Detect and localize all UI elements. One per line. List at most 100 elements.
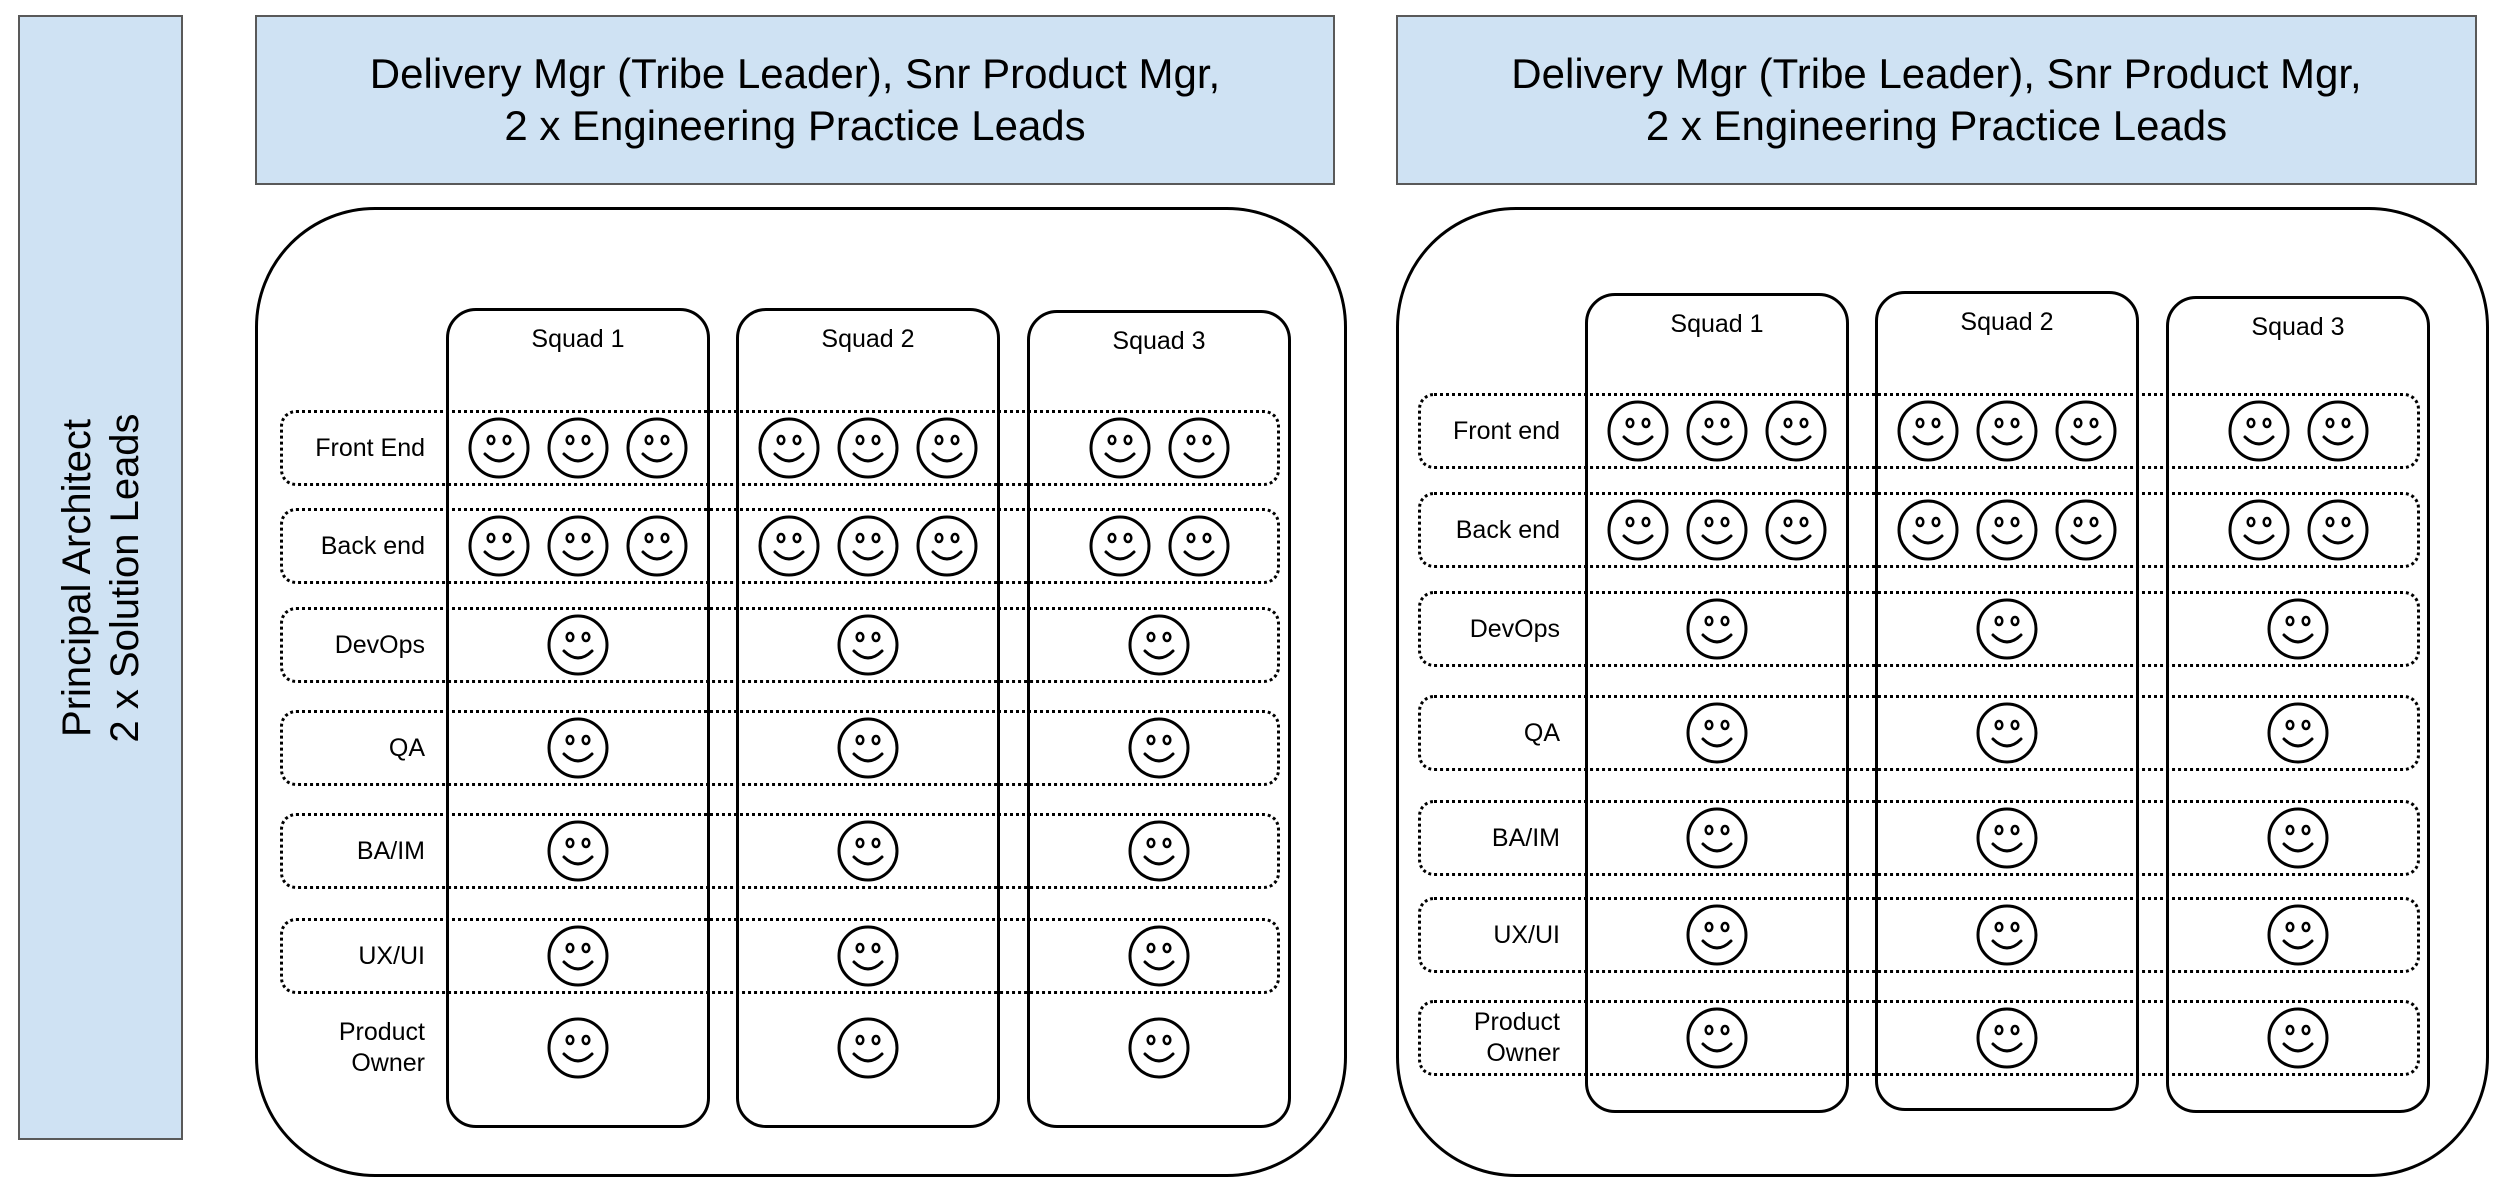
tribe-1-smiley-icon: [837, 417, 899, 479]
tribe-2-smiley-icon: [1686, 807, 1748, 869]
tribe-1-smiley-icon: [1089, 515, 1150, 577]
tribe-1-smiley-icon: [547, 614, 609, 676]
tribe-1-smiley-icon: [626, 515, 688, 577]
tribe-1-smiley-icon: [547, 925, 609, 987]
tribe-2-smiley-icon: [1607, 400, 1669, 462]
tribe-2-smiley-icon: [1976, 702, 2038, 764]
principal-architect-bar: Principal Architect 2 x Solution Leads: [18, 15, 183, 1140]
tribe-2-smiley-icon: [1686, 400, 1748, 462]
tribe-1-smiley-icon: [758, 515, 820, 577]
tribe-1-smiley-icon: [1168, 515, 1229, 577]
tribe-2-smiley-icon: [2267, 1007, 2329, 1069]
tribe-2-squad-3-title: Squad 3: [2251, 313, 2345, 341]
tribe-2-smiley-icon: [2267, 807, 2329, 869]
tribe-2-header: Delivery Mgr (Tribe Leader), Snr Product…: [1396, 15, 2477, 185]
tribe-2-smiley-icon: [1976, 1007, 2038, 1069]
tribe-1-smiley-icon: [758, 417, 820, 479]
tribe-1-role-label-3: DevOps: [334, 630, 425, 659]
tribe-2-smiley-icon: [2228, 499, 2289, 561]
tribe-1-header-line2: 2 x Engineering Practice Leads: [504, 102, 1086, 149]
tribe-2-smiley-icon: [2267, 904, 2329, 966]
tribe-2-smiley-icon: [1686, 598, 1748, 660]
tribe-1-smiley-icon: [468, 515, 530, 577]
tribe-2-smiley-icon: [2267, 598, 2329, 660]
tribe-2-role-row-5: [1418, 800, 2420, 876]
tribe-2-role-label-1: Front end: [1452, 416, 1560, 445]
tribe-2-role-row-1: [1418, 393, 2420, 469]
tribe-1-smiley-icon: [468, 417, 530, 479]
tribe-2-role-label-2: Back end: [1455, 515, 1560, 544]
tribe-1-smiley-icon: [547, 417, 609, 479]
tribe-1-role-label-5: BA/IM: [356, 836, 425, 865]
tribe-2-smiley-icon: [2267, 702, 2329, 764]
tribe-2-smiley-icon: [2307, 400, 2368, 462]
tribe-1-smiley-icon: [1128, 717, 1190, 779]
tribe-1-role-row-4: [280, 710, 1280, 786]
tribe-1-squad-2-title: Squad 2: [821, 325, 915, 353]
side-bar-line1: Principal Architect: [54, 418, 99, 737]
tribe-1-smiley-icon: [1089, 417, 1150, 479]
tribe-2-squad-2-title: Squad 2: [1960, 308, 2054, 336]
tribe-2-squad-1-title: Squad 1: [1670, 310, 1764, 338]
tribe-1-role-row-6: [280, 918, 1280, 994]
tribe-1-smiley-icon: [837, 515, 899, 577]
side-bar-text: Principal Architect 2 x Solution Leads: [53, 413, 149, 742]
tribe-1-smiley-icon: [837, 820, 899, 882]
tribe-2-role-row-2: [1418, 492, 2420, 568]
tribe-2-smiley-icon: [1976, 499, 2038, 561]
tribe-2-role-row-7: [1418, 1000, 2420, 1076]
tribe-1-squad-1-title: Squad 1: [531, 325, 625, 353]
tribe-2-smiley-icon: [1686, 499, 1748, 561]
tribe-2-smiley-icon: [1897, 400, 1959, 462]
tribe-1-smiley-icon: [1128, 1017, 1190, 1079]
tribe-1-role-row-5: [280, 813, 1280, 889]
tribe-2-smiley-icon: [1765, 499, 1827, 561]
tribe-1-smiley-icon: [547, 820, 609, 882]
tribe-2-role-row-4: [1418, 695, 2420, 771]
tribe-1-header: Delivery Mgr (Tribe Leader), Snr Product…: [255, 15, 1335, 185]
tribe-2-role-label-3: DevOps: [1469, 614, 1560, 643]
tribe-1-role-label-4: QA: [388, 733, 425, 762]
tribe-1-smiley-icon: [837, 925, 899, 987]
tribe-1-header-line1: Delivery Mgr (Tribe Leader), Snr Product…: [369, 50, 1221, 97]
tribe-1-smiley-icon: [1128, 925, 1190, 987]
tribe-1-smiley-icon: [547, 515, 609, 577]
tribe-2-role-row-3: [1418, 591, 2420, 667]
tribe-1-smiley-icon: [547, 1017, 609, 1079]
tribe-2-smiley-icon: [1976, 598, 2038, 660]
tribe-2-smiley-icon: [1765, 400, 1827, 462]
tribe-2-smiley-icon: [1976, 904, 2038, 966]
tribe-1-smiley-icon: [1168, 417, 1229, 479]
tribe-2-header-line2: 2 x Engineering Practice Leads: [1645, 102, 2228, 149]
tribe-1-role-row-2: [280, 508, 1280, 584]
tribe-2-role-label-5: BA/IM: [1491, 823, 1560, 852]
tribe-1-squad-3-title: Squad 3: [1112, 327, 1206, 355]
tribe-2-role-label-6: UX/UI: [1493, 920, 1560, 949]
tribe-2-smiley-icon: [1976, 807, 2038, 869]
tribe-1-smiley-icon: [547, 717, 609, 779]
tribe-2-smiley-icon: [1686, 1007, 1748, 1069]
tribe-2-role-row-6: [1418, 897, 2420, 973]
tribe-2-smiley-icon: [2307, 499, 2368, 561]
tribe-2-smiley-icon: [2055, 499, 2117, 561]
tribe-2-role-label-4: QA: [1523, 718, 1560, 747]
tribe-2-smiley-icon: [1607, 499, 1669, 561]
tribe-1-role-label-2: Back end: [320, 531, 425, 560]
tribe-1-smiley-icon: [1128, 614, 1190, 676]
tribe-2-smiley-icon: [1686, 904, 1748, 966]
tribe-1-role-label-1: Front End: [315, 433, 425, 462]
tribe-2-header-line1: Delivery Mgr (Tribe Leader), Snr Product…: [1511, 50, 2362, 97]
tribe-2-smiley-icon: [1897, 499, 1959, 561]
tribe-1-role-label-6: UX/UI: [358, 941, 425, 970]
tribe-2-smiley-icon: [2228, 400, 2289, 462]
tribe-2-smiley-icon: [1976, 400, 2038, 462]
tribe-1-smiley-icon: [916, 417, 978, 479]
tribe-1-smiley-icon: [837, 614, 899, 676]
tribe-2-smiley-icon: [1686, 702, 1748, 764]
side-bar-line2: 2 x Solution Leads: [102, 412, 147, 743]
tribe-1-role-row-3: [280, 607, 1280, 683]
tribe-1-smiley-icon: [916, 515, 978, 577]
tribe-1-role-row-1: [280, 410, 1280, 486]
